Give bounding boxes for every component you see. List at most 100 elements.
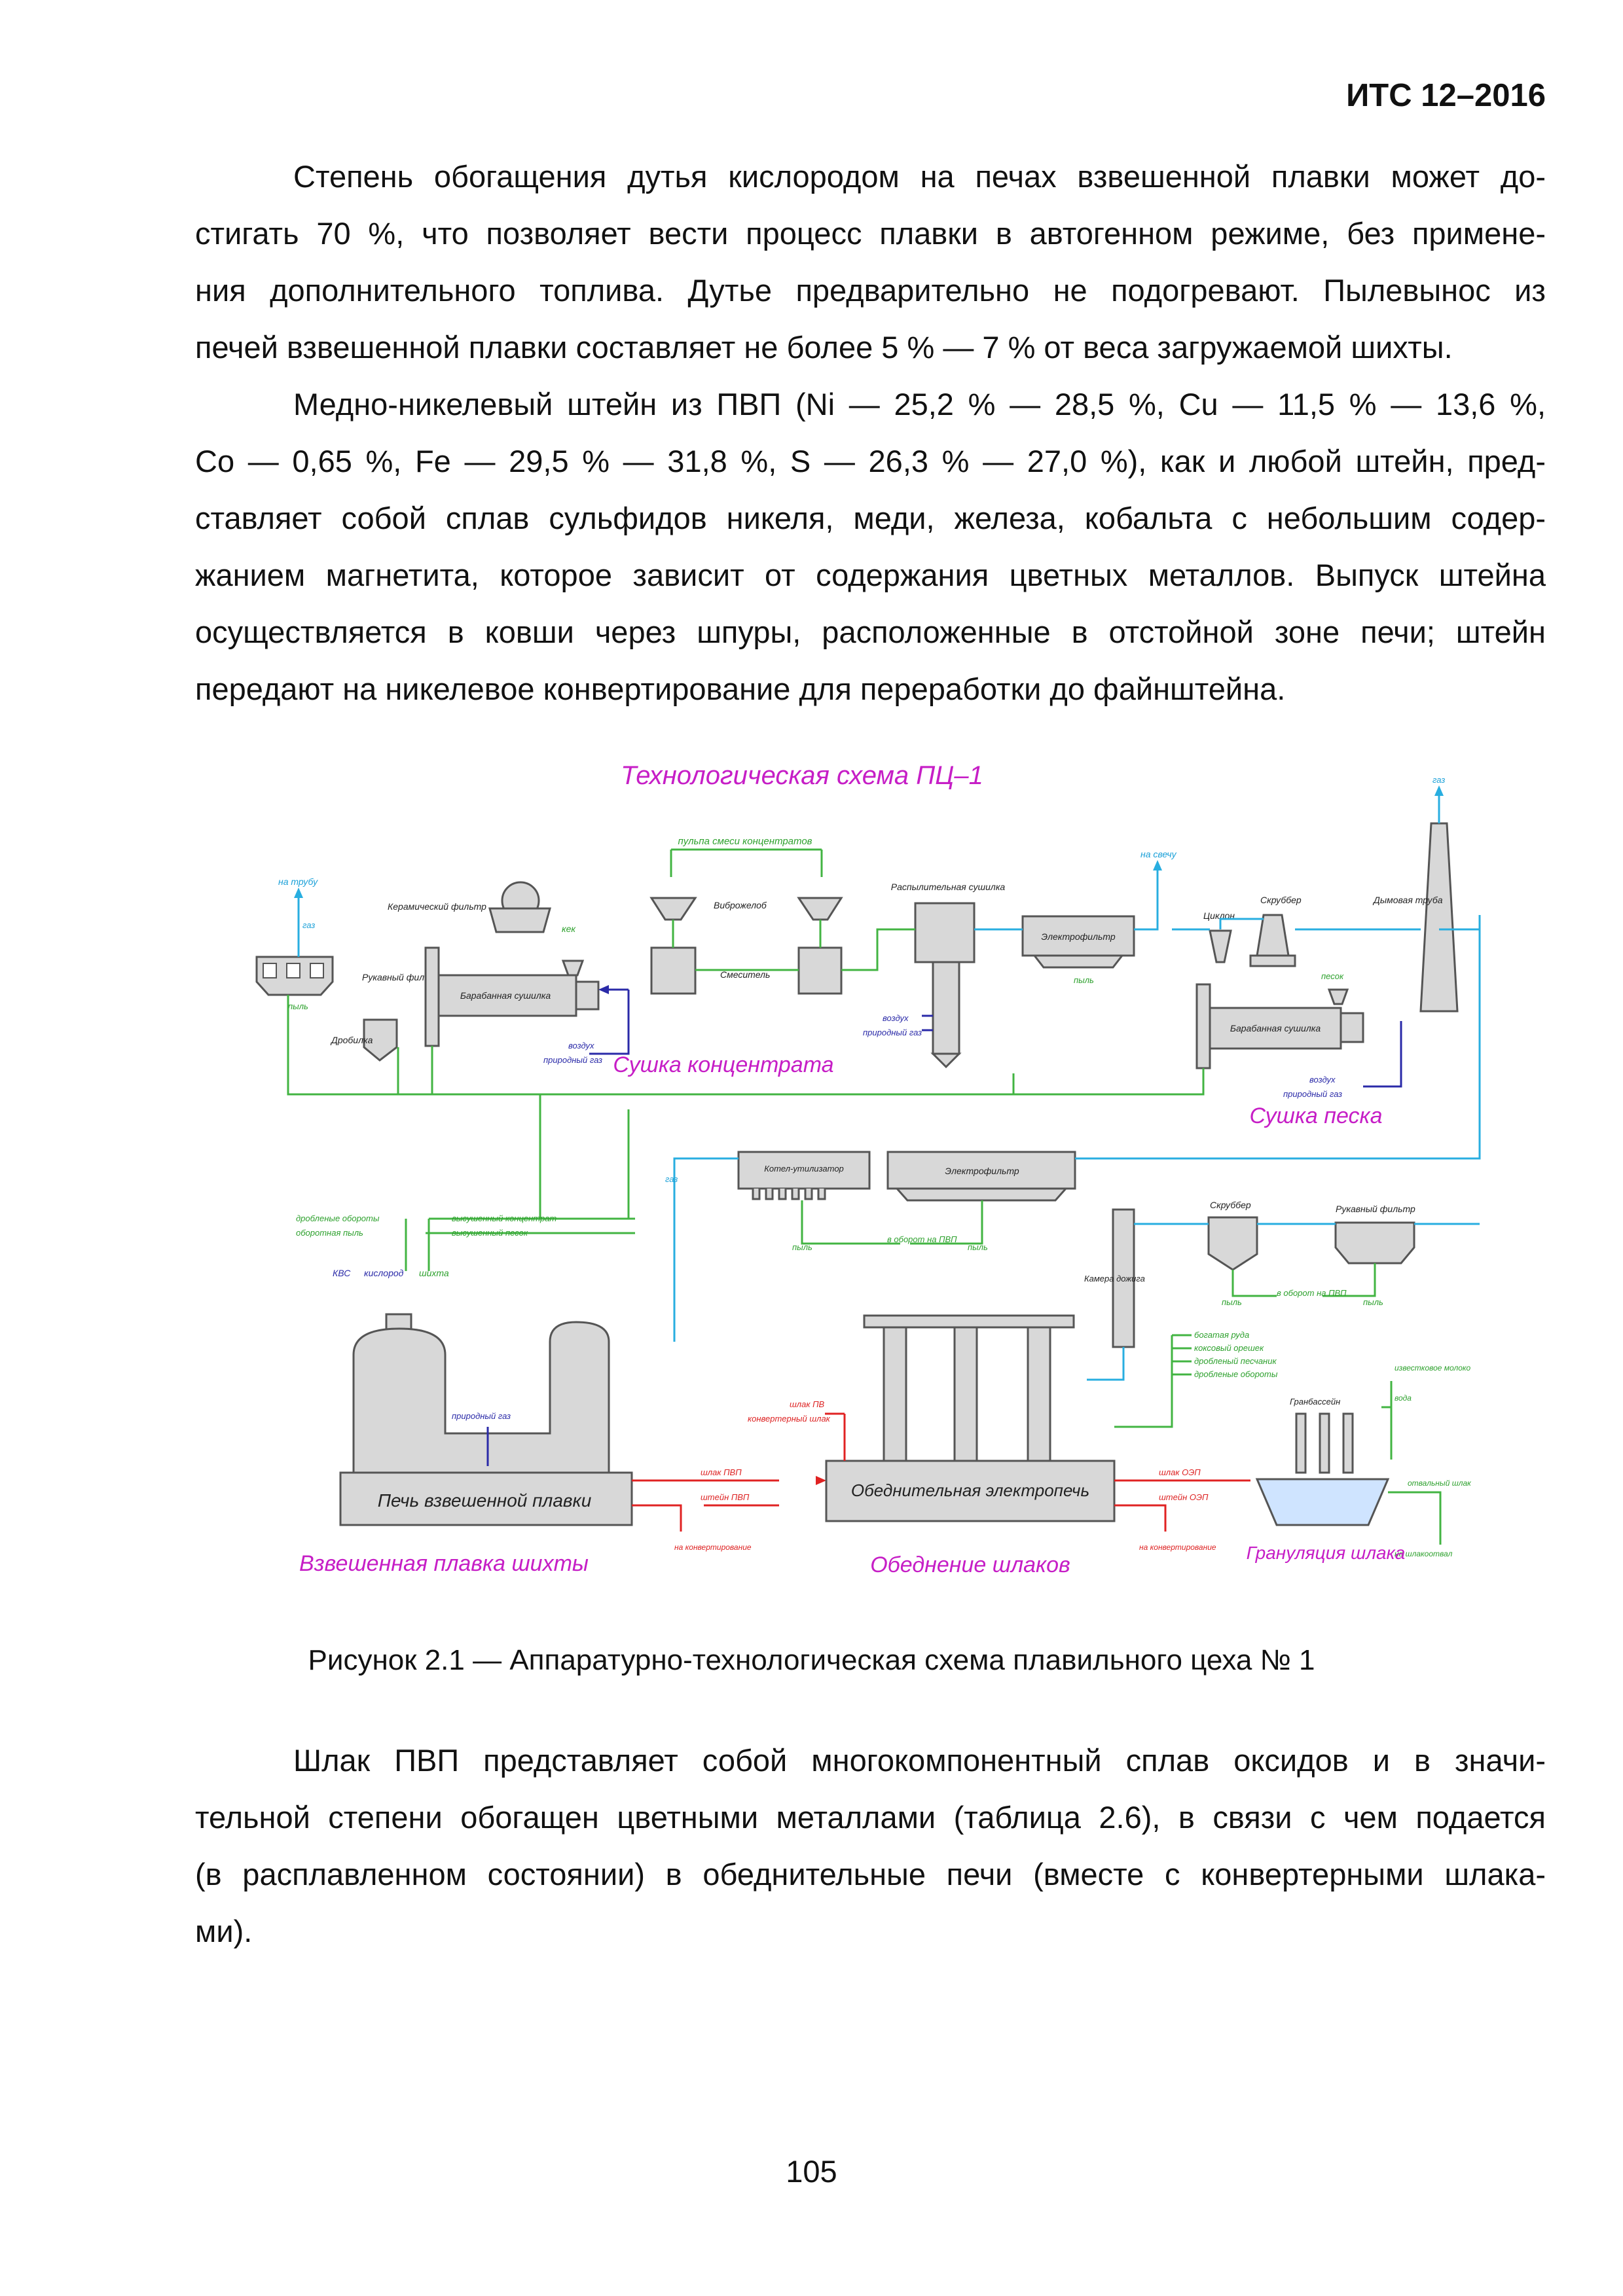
converter-slag-label: конвертерный шлак [748, 1414, 831, 1424]
diagram-title: Технологическая схема ПЦ–1 [621, 761, 983, 790]
gas-label: газ [302, 920, 315, 930]
granulation-pool-label: Гранбассейн [1290, 1397, 1340, 1407]
slag-oep-label: шлак ОЭП [1159, 1467, 1201, 1477]
cleaning-furnace-label: Обеднительная электропечь [851, 1480, 1089, 1500]
crusher [363, 1018, 398, 1062]
waste-heat-boiler [737, 1151, 871, 1200]
scrubber-label-1: Скруббер [1260, 895, 1302, 905]
to-converting-label-2: на конвертирование [1139, 1543, 1216, 1552]
drum-dryer-1 [424, 946, 600, 1047]
electrofilter-1 [1021, 915, 1135, 969]
section-slag-granulation: Грануляция шлака [1247, 1543, 1406, 1563]
electrofilter-label-1: Электрофильтр [1041, 931, 1115, 942]
section-drying-concentrate: Сушка концентрата [613, 1052, 833, 1077]
text-line: ния дополнительного топлива. Дутье предв… [195, 273, 1546, 308]
mixer-label: Смеситель [720, 969, 770, 980]
text-line: осуществляется в ковши через шпуры, расп… [195, 615, 1546, 649]
electrofilter-2 [886, 1151, 1076, 1202]
natural-gas-label-3: природный газ [1283, 1089, 1342, 1099]
air-label-1: воздух [568, 1041, 594, 1050]
scrubber-1 [1249, 914, 1296, 967]
oxygen-label: кислород [364, 1268, 404, 1278]
to-converting-label-1: на конвертирование [674, 1543, 752, 1552]
section-slag-cleaning: Обеднение шлаков [870, 1552, 1070, 1577]
document-code: ИТС 12–2016 [1346, 78, 1546, 113]
flash-furnace-label: Печь взвешенной плавки [378, 1490, 592, 1511]
natural-gas-label-4: природный газ [452, 1411, 511, 1421]
scrubber-2 [1207, 1216, 1258, 1271]
cleaning-electric-furnace [825, 1314, 1116, 1522]
text-line: тельной степени обогащен цветными металл… [195, 1800, 1546, 1835]
chimney [1419, 822, 1459, 1013]
sand-label: песок [1321, 971, 1344, 981]
paragraph-2: Медно-никелевый штейн из ПВП (Ni — 25,2 … [195, 376, 1546, 717]
bag-filter-2 [1334, 1221, 1415, 1265]
natural-gas-label-1: природный газ [543, 1055, 602, 1065]
rich-ore-label: богатая руда [1194, 1330, 1249, 1340]
crushed-sand-label: дробленый песчаник [1194, 1356, 1277, 1366]
bag-filter-label: Рукавный фильтр [362, 972, 442, 982]
dump-slag-label: отвальный шлак [1408, 1479, 1472, 1488]
gas-label-3: газ [665, 1174, 678, 1184]
paragraph-3: Шлак ПВП представляет собой многокомпоне… [195, 1732, 1546, 1960]
text-line: передают на никелевое конвертирование дл… [195, 672, 1286, 706]
chamber-label: Камера дожига [1084, 1274, 1145, 1283]
waste-heat-boiler-label: Котел-утилизатор [764, 1164, 844, 1174]
dust-label: пыль [288, 1001, 308, 1011]
spray-dryer-label: Распылительная сушилка [891, 882, 1006, 892]
drum-dryer-2 [1195, 983, 1364, 1069]
air-label-2: воздух [883, 1013, 909, 1023]
spray-dryer [914, 902, 976, 1069]
drum-dryer-label-2: Барабанная сушилка [1230, 1023, 1321, 1033]
to-return-label-2: в оборот на ПВП [1277, 1288, 1347, 1298]
text-line: ставляет собой сплав сульфидов никеля, м… [195, 501, 1546, 535]
page-number: 105 [786, 2154, 837, 2189]
cyclone [1209, 929, 1232, 963]
afterburning-chamber [1112, 1208, 1135, 1348]
text-line: стигать 70 %, что позволяет вести процес… [195, 216, 1546, 251]
gas-label-2: газ [1432, 775, 1445, 785]
process-flow-diagram: Технологическая схема ПЦ–1 Рукавный филь… [255, 761, 1481, 1577]
dust-label-4: пыль [968, 1242, 988, 1252]
text-line: Co — 0,65 %, Fe — 29,5 % — 31,8 %, S — 2… [195, 444, 1546, 478]
vibro-chute-label: Виброжелоб [714, 900, 767, 910]
flash-smelting-furnace [339, 1313, 633, 1526]
natural-gas-label-2: природный газ [863, 1028, 922, 1037]
section-drying-sand: Сушка песка [1249, 1103, 1382, 1128]
kvs-label: КВС [333, 1268, 351, 1278]
bag-filter-1 [255, 956, 334, 996]
cake-label: кек [562, 924, 576, 934]
text-line: Шлак ПВП представляет собой многокомпоне… [293, 1743, 1546, 1778]
text-line: (в расплавленном состоянии) в обеднитель… [195, 1857, 1546, 1892]
paragraph-1: Степень обогащения дутья кислородом на п… [195, 148, 1546, 376]
text-line: жанием магнетита, которое зависит от сод… [195, 558, 1546, 592]
figure-caption: Рисунок 2.1 — Аппаратурно-технологическа… [308, 1644, 1315, 1676]
crushed-returns-label-2: дробленые обороты [1194, 1369, 1278, 1379]
matte-pvp-label: штейн ПВП [701, 1492, 750, 1502]
crushed-returns-label: дробленые обороты [296, 1213, 380, 1223]
coke-label: коксовый орешек [1194, 1343, 1264, 1353]
pvp-slag-label: шлак ПВ [790, 1399, 825, 1409]
bag-filter-label-2: Рукавный фильтр [1336, 1204, 1415, 1214]
text-line: ми). [195, 1914, 253, 1948]
matte-oep-label: штейн ОЭП [1159, 1492, 1209, 1502]
dust-label-2: пыль [1074, 975, 1094, 985]
scrubber-label-2: Скруббер [1210, 1200, 1251, 1210]
dust-label-3: пыль [792, 1242, 812, 1252]
dust-label-6: пыль [1363, 1297, 1383, 1307]
chimney-label: Дымовая труба [1372, 895, 1443, 905]
pulp-label: пульпа смеси концентратов [678, 836, 812, 847]
granulation-pool [1255, 1412, 1390, 1526]
drum-dryer-label: Барабанная сушилка [460, 990, 551, 1001]
section-flash-smelting: Взвешенная плавка шихты [299, 1551, 589, 1576]
charge-label: шихта [419, 1268, 449, 1278]
to-pipe-label: на трубу [278, 876, 318, 887]
crusher-label: Дробилка [330, 1035, 373, 1045]
to-return-label-1: в оборот на ПВП [887, 1234, 957, 1244]
to-slag-dump-label: на шлакоотвал [1395, 1549, 1453, 1558]
to-candle-label: на свечу [1140, 849, 1177, 859]
text-line: Медно-никелевый штейн из ПВП (Ni — 25,2 … [293, 387, 1546, 422]
dust-label-5: пыль [1222, 1297, 1242, 1307]
text-line: Степень обогащения дутья кислородом на п… [293, 159, 1546, 194]
electrofilter-label-2: Электрофильтр [945, 1166, 1019, 1176]
